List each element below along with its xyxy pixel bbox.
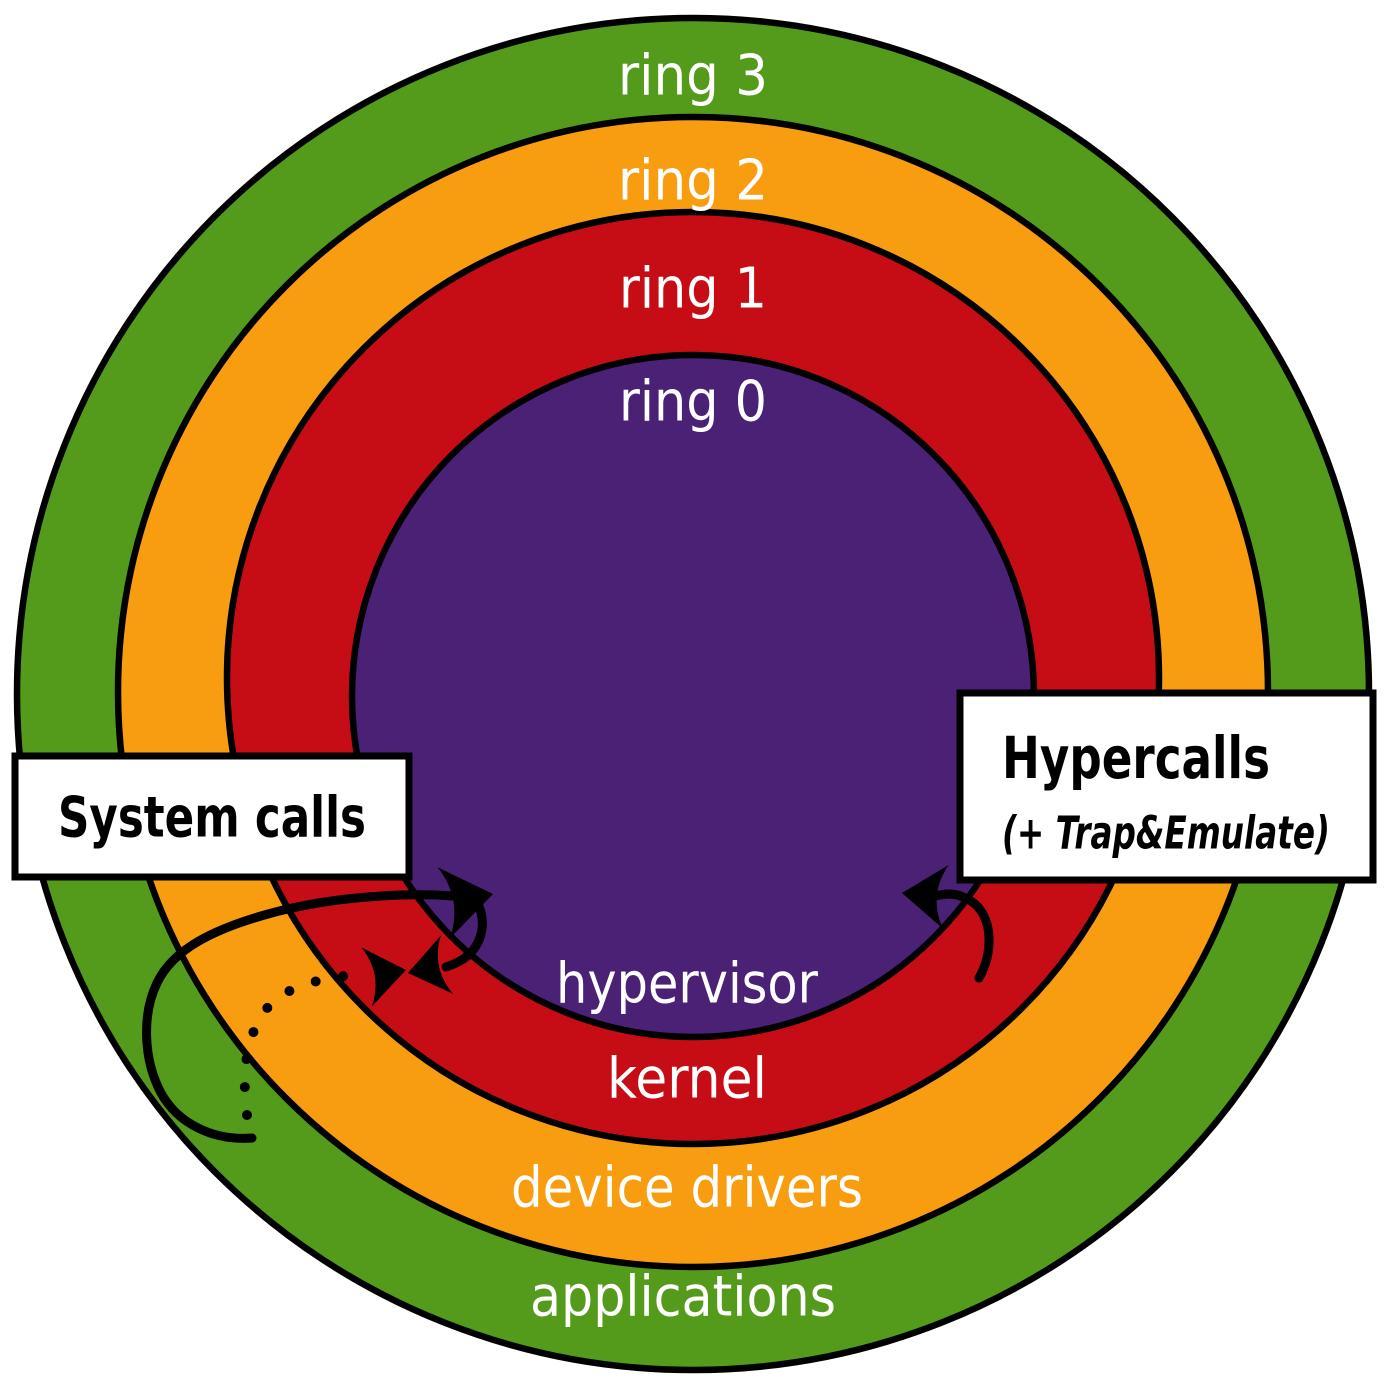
hypercall-arrow xyxy=(902,864,994,983)
system-call-arrow-line xyxy=(142,890,457,1143)
ring-0-label: ring 0 xyxy=(619,370,767,435)
ring-2-label: ring 2 xyxy=(618,149,768,214)
ring-0-circle xyxy=(348,351,1038,1041)
ring-3-label: ring 3 xyxy=(618,44,768,109)
hypercalls-box: Hypercalls (+ Trap&Emulate) xyxy=(956,689,1377,884)
system-call-arrowhead-icon xyxy=(437,867,493,939)
hypervisor-redirect-arrow xyxy=(408,901,487,995)
system-calls-box-label: System calls xyxy=(58,786,366,851)
system-call-arrow xyxy=(142,867,493,1143)
hypercalls-box-rect xyxy=(956,689,1377,884)
hypercalls-box-sublabel: (+ Trap&Emulate) xyxy=(1002,807,1330,860)
applications-label: applications xyxy=(530,1265,836,1330)
system-calls-box-rect xyxy=(11,752,413,881)
device-drivers-label: device drivers xyxy=(511,1156,863,1221)
system-calls-box: System calls xyxy=(11,752,413,881)
intended-syscall-arrowhead-icon xyxy=(361,947,406,1007)
hypercall-arrowhead-icon xyxy=(902,864,949,929)
intended-syscall-path-dotted xyxy=(239,947,406,1120)
kernel-label: kernel xyxy=(607,1047,767,1112)
hypercalls-box-label: Hypercalls xyxy=(1002,724,1270,792)
hypervisor-label: hypervisor xyxy=(556,952,819,1017)
ring-1-label: ring 1 xyxy=(619,257,767,322)
hypervisor-redirect-arrowhead-icon xyxy=(408,935,454,995)
hypervisor-redirect-line xyxy=(441,901,487,972)
hypercall-line xyxy=(931,889,994,983)
